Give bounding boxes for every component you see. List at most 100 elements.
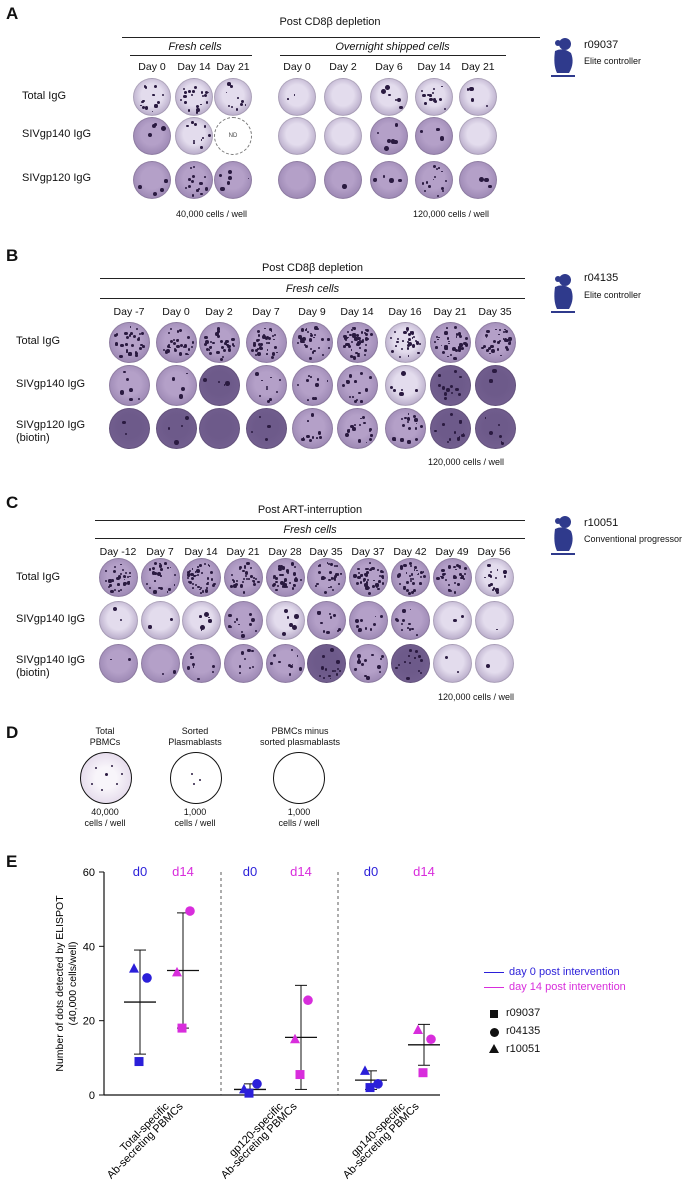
spot bbox=[136, 337, 140, 341]
spot bbox=[204, 94, 208, 98]
spot bbox=[200, 571, 203, 574]
spot bbox=[109, 658, 112, 661]
spot bbox=[140, 332, 144, 336]
spot bbox=[403, 586, 406, 589]
spot bbox=[249, 566, 252, 569]
spot bbox=[153, 590, 157, 594]
spot bbox=[214, 332, 219, 336]
legend-square-marker bbox=[490, 1010, 498, 1018]
spot bbox=[220, 186, 225, 192]
spot bbox=[206, 577, 210, 581]
spot bbox=[113, 589, 117, 592]
spot bbox=[207, 91, 210, 94]
spot bbox=[409, 577, 412, 580]
spot bbox=[359, 400, 363, 404]
spot bbox=[321, 338, 325, 342]
spot bbox=[348, 395, 352, 399]
elispot-well bbox=[108, 321, 150, 363]
spot bbox=[158, 564, 163, 568]
spot bbox=[369, 428, 373, 432]
spot bbox=[197, 677, 200, 681]
spot bbox=[359, 581, 363, 584]
spot bbox=[270, 376, 272, 379]
spot bbox=[376, 569, 379, 571]
spot bbox=[335, 673, 339, 676]
spot bbox=[187, 353, 189, 356]
spot bbox=[183, 88, 186, 91]
spot bbox=[210, 570, 214, 575]
spot bbox=[504, 328, 506, 331]
day-label: Day 14 bbox=[184, 546, 218, 558]
spot bbox=[200, 629, 203, 632]
elispot-well bbox=[278, 78, 316, 116]
spot bbox=[365, 441, 368, 444]
spot bbox=[419, 671, 422, 674]
spot bbox=[436, 128, 440, 132]
spot bbox=[343, 334, 347, 339]
spot bbox=[360, 331, 364, 335]
day-label: Day -12 bbox=[99, 546, 137, 558]
spot bbox=[287, 663, 292, 668]
spot bbox=[187, 184, 191, 188]
spot bbox=[445, 347, 449, 351]
spot bbox=[173, 440, 179, 445]
panel-c-title: Post ART-interruption bbox=[257, 504, 363, 516]
spot bbox=[290, 665, 293, 668]
spot bbox=[130, 332, 133, 336]
spot bbox=[496, 590, 500, 594]
spot bbox=[381, 574, 385, 578]
day-label: Day 2 bbox=[205, 306, 233, 318]
spot bbox=[116, 576, 121, 581]
spot bbox=[397, 178, 402, 183]
spot bbox=[255, 348, 259, 352]
spot bbox=[120, 343, 124, 348]
spot bbox=[443, 107, 446, 111]
elispot-well bbox=[432, 600, 472, 640]
spot bbox=[394, 345, 397, 348]
spot bbox=[427, 93, 430, 97]
spot bbox=[330, 648, 335, 652]
spot bbox=[400, 389, 403, 392]
legend-animal-r09037: r09037 bbox=[506, 1007, 541, 1019]
spot bbox=[248, 667, 252, 670]
spot bbox=[178, 329, 182, 333]
spot bbox=[334, 572, 338, 576]
spot bbox=[369, 332, 374, 337]
spot bbox=[346, 337, 349, 340]
spot bbox=[307, 420, 309, 422]
spot bbox=[461, 615, 465, 619]
spot bbox=[313, 326, 318, 330]
spot bbox=[272, 574, 277, 578]
spot bbox=[199, 588, 202, 591]
spot bbox=[254, 577, 257, 581]
spot bbox=[363, 354, 366, 357]
spot bbox=[329, 571, 333, 574]
spot bbox=[355, 625, 359, 629]
spot bbox=[407, 427, 411, 431]
elispot-well bbox=[336, 364, 378, 406]
spot bbox=[420, 130, 423, 134]
spot bbox=[422, 571, 425, 574]
spot bbox=[129, 575, 131, 578]
spot bbox=[279, 378, 282, 381]
spot bbox=[179, 344, 183, 348]
day-label: Day 2 bbox=[329, 61, 357, 73]
day-label: Day 21 bbox=[433, 306, 467, 318]
elispot-well: ND bbox=[214, 117, 252, 155]
spot bbox=[244, 571, 249, 576]
category-label: Ab-secreting PBMCs bbox=[341, 1100, 422, 1181]
spot bbox=[186, 576, 190, 580]
spot bbox=[433, 164, 437, 168]
spot bbox=[394, 439, 396, 442]
panel-a-rule bbox=[122, 37, 540, 38]
spot bbox=[283, 584, 287, 588]
elispot-well bbox=[245, 321, 287, 363]
spot bbox=[188, 90, 192, 94]
spot bbox=[359, 424, 362, 427]
spot bbox=[366, 581, 369, 584]
spot bbox=[457, 438, 461, 442]
spot bbox=[441, 386, 445, 390]
spot bbox=[168, 588, 171, 591]
elispot-well bbox=[245, 364, 287, 406]
spot bbox=[365, 332, 369, 337]
